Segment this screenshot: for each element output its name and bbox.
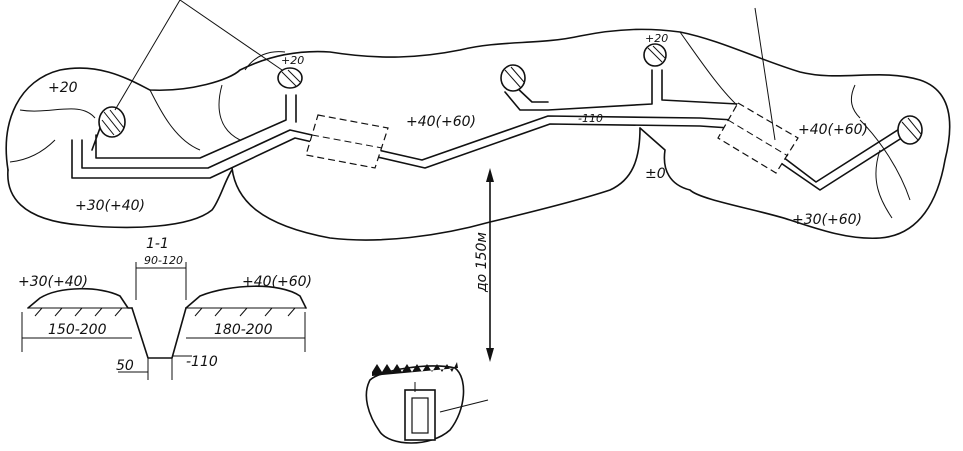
- label-left-low: +30(+40): [75, 198, 145, 214]
- section-trench: [131, 307, 187, 359]
- firing-position-2: [277, 67, 303, 89]
- label-section-left-parapet: +30(+40): [18, 274, 88, 290]
- label-section-bottom-width: 50: [116, 358, 134, 374]
- contour-left: [9, 89, 201, 163]
- leader-line-right: [754, 7, 776, 141]
- detail-firing-cell: [365, 362, 489, 444]
- label-right-hill: +40(+60): [798, 122, 868, 138]
- label-firing-point-2: +20: [645, 32, 668, 45]
- firing-position-5: [897, 115, 923, 145]
- label-right-low: +30(+60): [792, 212, 862, 228]
- hill-outline-mid: [231, 127, 641, 241]
- label-distance: до 150м: [474, 232, 490, 293]
- label-middle-hill: +40(+60): [406, 114, 476, 130]
- hill-outline-left: [5, 28, 951, 240]
- section-ground-right: [185, 285, 307, 309]
- label-firing-point-1: +20: [281, 54, 304, 67]
- ground-hatch: [34, 307, 296, 317]
- label-trench-depth: -110: [578, 112, 603, 125]
- label-section-top-width: 90-120: [144, 254, 183, 267]
- firing-position-1: [98, 106, 126, 138]
- detail-sawtooth: [372, 362, 458, 376]
- label-section-depth: -110: [186, 354, 218, 370]
- detail-outline: [365, 365, 465, 444]
- hill-outline-lower: [7, 169, 233, 229]
- cross-section: 1-1 90-120 +30(+40) +40(+60) 150-200 180…: [18, 236, 312, 380]
- contour-right: [850, 84, 911, 219]
- section-title: 1-1: [146, 236, 169, 252]
- label-left-hill: +20: [48, 80, 78, 96]
- trench-plan: +20 +30(+40) +20 +40(+60) -110 +20 ±0 +4…: [5, 0, 951, 241]
- contour-mid: [218, 31, 741, 141]
- firing-position-3: [500, 64, 526, 92]
- label-section-right-parapet: +40(+60): [242, 274, 312, 290]
- firing-position-4: [643, 43, 667, 67]
- leader-lines-left: [114, 0, 283, 111]
- detail-embrasure-inner: [411, 397, 429, 434]
- covered-section-2: [717, 102, 799, 174]
- label-ground-level: ±0: [645, 166, 666, 182]
- trench-branch-lines: [91, 69, 739, 159]
- section-ground-left: [27, 287, 133, 309]
- section-trench-bottom: [147, 358, 173, 380]
- covered-section-1: [305, 114, 389, 169]
- distance-indicator: до 150м: [474, 168, 494, 362]
- label-section-right-width: 180-200: [214, 322, 273, 338]
- label-section-left-width: 150-200: [48, 322, 107, 338]
